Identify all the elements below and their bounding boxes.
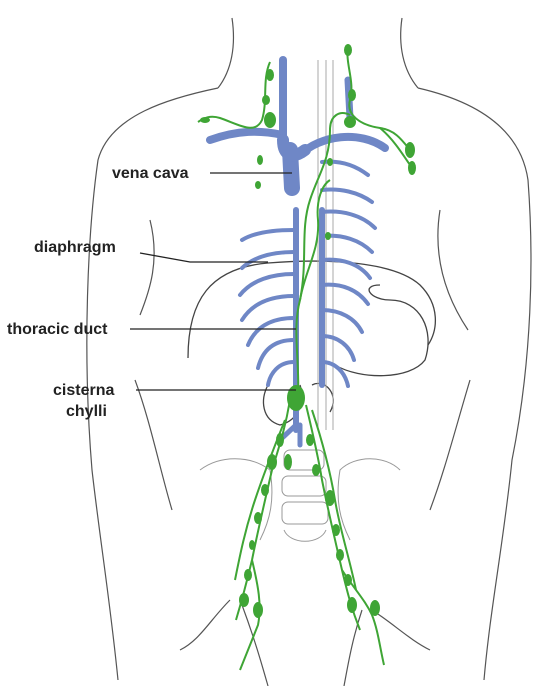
neck-left-line bbox=[218, 18, 233, 88]
lymphatics bbox=[198, 45, 412, 670]
body-outline bbox=[87, 18, 531, 686]
intercostal-veins-right bbox=[322, 162, 375, 386]
left-cervical-chain bbox=[198, 62, 270, 128]
right-armpit-line bbox=[438, 210, 468, 330]
sacrum-outline bbox=[284, 530, 326, 541]
groin-right-line bbox=[344, 610, 362, 686]
left-subclavian-vein bbox=[210, 132, 283, 140]
vertebra-2 bbox=[282, 476, 326, 496]
right-flank-line bbox=[430, 380, 470, 510]
vertebra-3 bbox=[282, 502, 328, 524]
diaphragm-curve bbox=[188, 261, 435, 358]
right-lumbar-chain bbox=[306, 405, 360, 630]
neck-right-line bbox=[401, 18, 418, 88]
cisterna-chyli-node bbox=[287, 385, 305, 411]
cisterna-chyli-label-line1: cisterna bbox=[53, 381, 114, 401]
intercostal-veins-left bbox=[240, 230, 294, 385]
diaphragm-label: diaphragm bbox=[34, 238, 116, 258]
right-subclavian-vein bbox=[300, 137, 385, 155]
stomach-outline bbox=[335, 285, 428, 376]
thoracic-duct-label: thoracic duct bbox=[7, 320, 107, 340]
diaphragm-outline bbox=[188, 261, 435, 425]
left-armpit-line bbox=[140, 220, 154, 315]
vena-cava-label: vena cava bbox=[112, 164, 189, 184]
pelvis-right-wing bbox=[338, 459, 400, 540]
leader-lines bbox=[130, 173, 296, 390]
groin-left-line bbox=[242, 605, 268, 686]
left-flank-line bbox=[135, 380, 172, 510]
cisterna-chyli-label-line2: chylli bbox=[66, 402, 107, 422]
pelvis-left-wing bbox=[200, 459, 272, 540]
right-shoulder-outline bbox=[418, 88, 531, 680]
left-hip-line bbox=[180, 600, 230, 650]
